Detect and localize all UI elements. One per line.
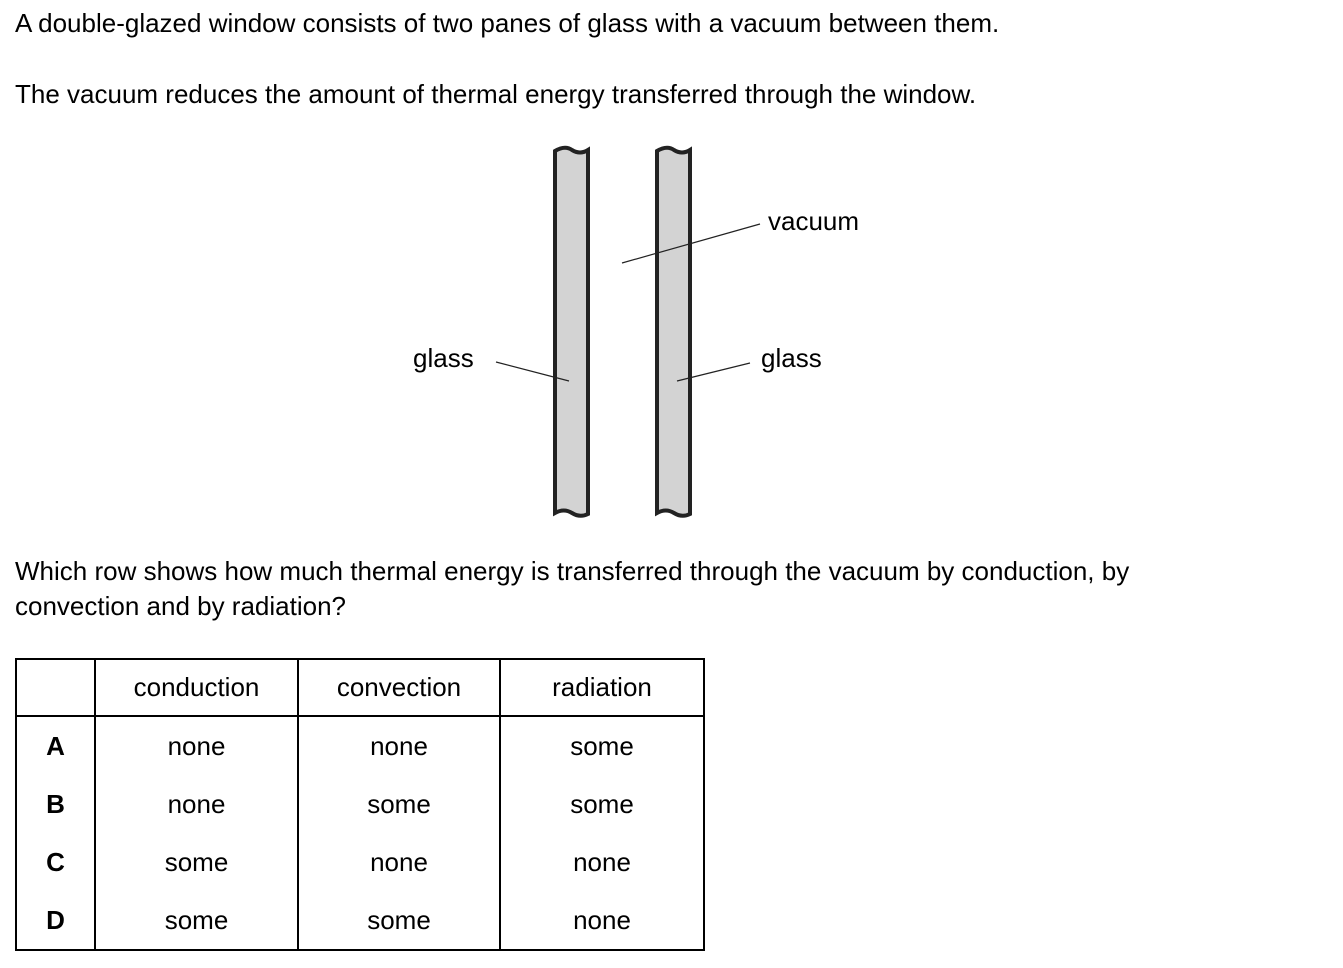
cell: some: [297, 891, 501, 950]
cell: none: [297, 716, 501, 775]
table-header-row: conduction convection radiation: [15, 659, 705, 717]
header-convection: convection: [297, 659, 501, 717]
intro-line-2: The vacuum reduces the amount of thermal…: [15, 79, 977, 109]
cell: some: [499, 716, 705, 775]
cell: some: [94, 833, 299, 891]
glass-left-leader-line: [495, 361, 570, 382]
intro-line-1: A double-glazed window consists of two p…: [15, 8, 1000, 38]
header-radiation: radiation: [499, 659, 705, 717]
glass-right-leader-line: [676, 362, 751, 382]
cell: some: [94, 891, 299, 950]
cell: none: [499, 891, 705, 950]
row-key: B: [15, 775, 96, 833]
cell: some: [297, 775, 501, 833]
question-line-2: convection and by radiation?: [15, 591, 347, 621]
header-blank: [15, 659, 96, 717]
cell: some: [499, 775, 705, 833]
header-conduction: conduction: [94, 659, 299, 717]
label-glass-right: glass: [761, 343, 822, 373]
cell: none: [499, 833, 705, 891]
row-key: C: [15, 833, 96, 891]
label-vacuum: vacuum: [768, 206, 860, 236]
row-key: D: [15, 891, 96, 950]
cell: none: [94, 775, 299, 833]
label-glass-left: glass: [413, 343, 474, 373]
question-line-1: Which row shows how much thermal energy …: [15, 556, 1130, 586]
cell: none: [94, 716, 299, 775]
glass-pane-left: [553, 145, 590, 518]
vacuum-leader-line: [621, 223, 761, 264]
cell: none: [297, 833, 501, 891]
row-key: A: [15, 716, 96, 775]
glass-pane-right: [655, 145, 692, 518]
